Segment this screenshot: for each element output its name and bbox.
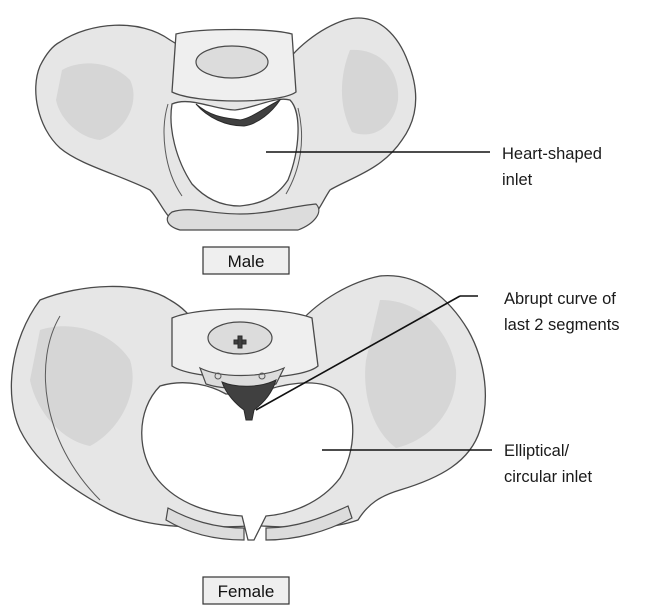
heart-shaped-label-line2: inlet (502, 171, 533, 189)
elliptical-label-line1: Elliptical/ (504, 442, 570, 460)
heart-shaped-label-line1: Heart-shaped (502, 145, 602, 163)
male-pelvis-illustration (36, 18, 416, 230)
male-sacral-promontory (196, 46, 268, 78)
abrupt-curve-label-line2: last 2 segments (504, 316, 620, 334)
abrupt-curve-label-line1: Abrupt curve of (504, 290, 616, 308)
elliptical-label-line2: circular inlet (504, 468, 592, 486)
female-label: Female (218, 582, 275, 601)
female-pelvis-illustration (11, 276, 485, 540)
male-label: Male (228, 252, 265, 271)
